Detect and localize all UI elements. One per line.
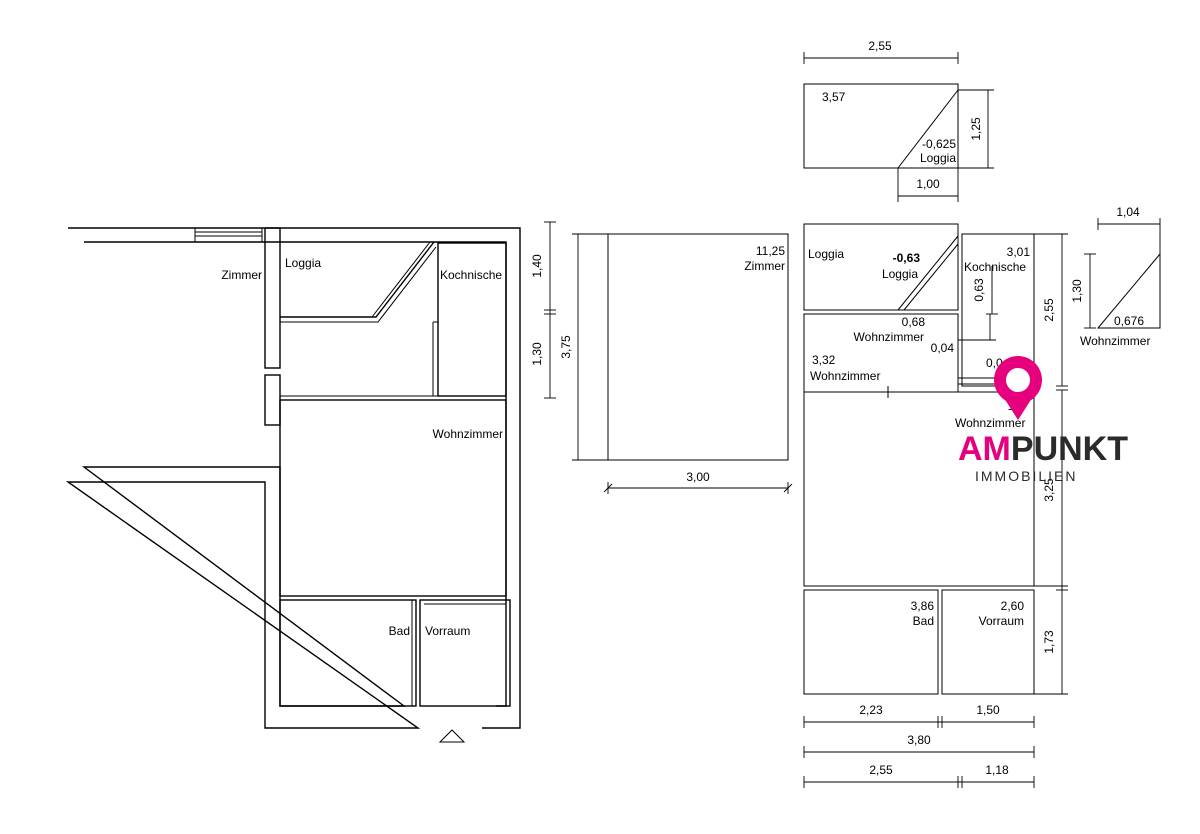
calc-wohn-a-label: Wohnzimmer: [854, 330, 924, 344]
calc-wohn-c-area: 3,32: [812, 353, 836, 367]
wall-zimmer-loggia: [264, 227, 281, 369]
room-label-loggia: Loggia: [285, 256, 321, 270]
wohnzimmer-outline: [279, 399, 507, 597]
calc-vorraum-dim-height: 1,73: [1042, 630, 1056, 654]
calc-loggia-block: [803, 223, 959, 311]
calc-loggia-dim-063: 0,63: [972, 278, 986, 302]
ampunkt-logo: AMPUNKT IMMOBILIEN: [958, 292, 1128, 484]
loggia-top-dim-height: 1,25: [969, 117, 983, 141]
loggia-top-dim-triangle: 1,00: [916, 177, 940, 191]
calc-wohn-b-area: 0,04: [931, 341, 955, 355]
calc-bad-area: 3,86: [911, 599, 935, 613]
room-label-wohnzimmer: Wohnzimmer: [433, 427, 503, 441]
triangle-area: 0,676: [1114, 314, 1144, 328]
zimmer-dim-h2: 1,30: [530, 342, 544, 366]
calc-wohn-c-label: Wohnzimmer: [810, 369, 880, 383]
calc-bad-block: [803, 589, 939, 695]
room-label-zimmer: Zimmer: [221, 268, 262, 282]
room-label-vorraum: Vorraum: [425, 624, 470, 638]
outer-wall-outer: [65, 227, 521, 729]
calc-wohn-e-label: Wohnzimmer: [955, 416, 1025, 430]
calc-vorraum-label: Vorraum: [979, 614, 1024, 628]
loggia-top-dim-width: 2,55: [868, 39, 892, 53]
calc-bad-label: Bad: [913, 614, 934, 628]
calc-loggia-minus: -0,63: [893, 251, 921, 265]
vorraum-outline: [419, 599, 511, 707]
wall-zimmer-wohn: [264, 374, 281, 426]
calc-loggia-label: Loggia: [808, 247, 844, 261]
loggia-top-minus: -0,625: [922, 137, 956, 151]
room-label-kochnische: Kochnische: [440, 268, 502, 282]
calc-kochnische-area: 3,01: [1007, 245, 1031, 259]
bad-outline: [279, 599, 417, 707]
calc-kochnische-dim-height: 2,55: [1042, 298, 1056, 322]
triangle-dim-height: 1,30: [1070, 279, 1084, 303]
zimmer-dim-total: 3,75: [559, 335, 573, 359]
entrance-arrow-icon: [438, 729, 466, 743]
calc-bad-dim-width: 2,23: [859, 703, 883, 717]
loggia-top-area: 3,57: [822, 90, 846, 104]
calc-main-block: Loggia -0,63 Loggia 3,01 Kochnische 0,63…: [803, 223, 1068, 788]
window-top: [194, 228, 263, 242]
calc-kochnische-label: Kochnische: [964, 260, 1026, 274]
calc-loggia-minus-label: Loggia: [882, 267, 918, 281]
logo-immobilien: IMMOBILIEN: [975, 468, 1077, 484]
zimmer-dim-h1: 1,40: [530, 254, 544, 278]
calc-wohn-dim-height: 3,25: [1042, 478, 1056, 502]
calc-bottom-total: 3,80: [907, 733, 931, 747]
zimmer-area: 11,25: [756, 244, 785, 258]
kochnische-outline: [437, 242, 507, 397]
calc-triangle-right: 0,676 Wohnzimmer 1,04 1,30: [1070, 205, 1161, 348]
calc-vorraum-dim-width: 1,50: [976, 703, 1000, 717]
loggia-outline: [280, 241, 435, 318]
zimmer-label: Zimmer: [744, 259, 785, 273]
svg-text:AMPUNKT: AMPUNKT: [958, 430, 1128, 468]
loggia-top-label: Loggia: [920, 151, 956, 165]
calc-bottom-right: 1,18: [985, 763, 1009, 777]
calc-vorraum-block: [941, 589, 1035, 695]
room-label-bad: Bad: [389, 624, 410, 638]
calc-wohn-a-area: 0,68: [902, 315, 926, 329]
calc-bottom-left: 2,55: [869, 763, 893, 777]
calc-wohnzimmer-main: [803, 391, 1035, 587]
logo-punkt: PUNKT: [1011, 430, 1128, 468]
calc-zimmer: 11,25 Zimmer 3,00 1,40 1,30 3,75: [530, 221, 793, 494]
logo-am: AM: [958, 430, 1011, 468]
floor-plan: Zimmer Loggia Kochnische Wohnzimmer Bad …: [65, 227, 521, 743]
triangle-label: Wohnzimmer: [1080, 334, 1150, 348]
calc-loggia-top: 3,57 -0,625 Loggia 2,55 1,25 1,00: [803, 39, 994, 202]
location-pin-icon: [988, 292, 1048, 352]
calc-vorraum-area: 2,60: [1001, 599, 1025, 613]
triangle-dim-width: 1,04: [1116, 205, 1140, 219]
zimmer-dim-width: 3,00: [686, 470, 710, 484]
